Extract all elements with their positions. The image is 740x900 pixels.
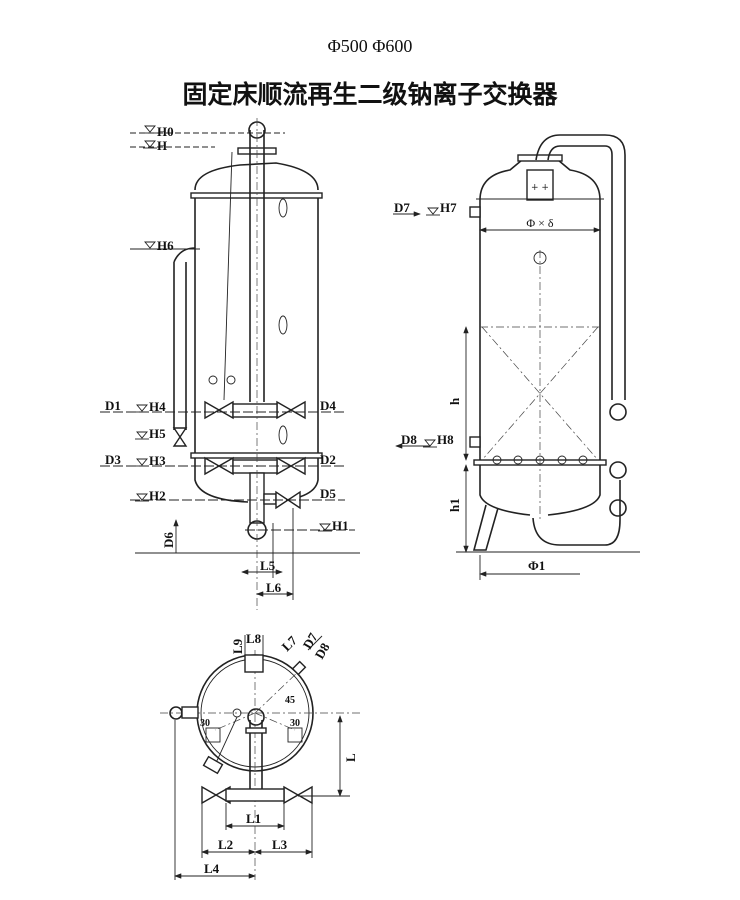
level-H5: H5 [149,426,166,441]
angle-30-left: 30 [200,718,210,729]
level-H8: H8 [437,432,454,447]
dim-phi1: Φ1 [528,558,545,573]
connection-D8: D8 [401,432,417,447]
connection-D1: D1 [105,398,121,413]
connection-D3: D3 [105,452,121,467]
connection-D5: D5 [320,486,336,501]
dim-h1: h1 [447,498,462,512]
plan-view [160,635,360,880]
dim-diameter-thickness: Φ × δ [526,216,554,230]
level-H: H [157,138,167,153]
connection-D4: D4 [320,398,336,413]
connection-D7-plan: D7 [300,630,321,652]
side-view: + + [393,134,640,580]
angle-30-right: 30 [290,718,300,729]
connection-D6: D6 [161,532,176,548]
level-H7: H7 [440,200,457,215]
subtitle: Φ500 Φ600 [328,36,413,56]
dim-L5: L5 [260,558,276,573]
angle-45: 45 [285,695,295,706]
dim-L4: L4 [204,861,220,876]
dim-L7: L7 [279,632,301,654]
connection-D7: D7 [394,200,410,215]
dim-L3: L3 [272,837,288,852]
level-H0: H0 [157,124,174,139]
front-view [100,118,360,610]
level-H1: H1 [332,518,349,533]
svg-text:+ +: + + [531,183,549,193]
dim-L8: L8 [246,631,262,646]
connection-D8-plan: D8 [312,640,333,662]
level-H2: H2 [149,488,166,503]
dim-L6: L6 [266,580,282,595]
page-title: 固定床顺流再生二级钠离子交换器 [182,80,558,109]
level-H4: H4 [149,399,166,414]
dim-h: h [447,397,462,405]
dim-L: L [343,753,358,762]
level-H3: H3 [149,453,166,468]
level-H6: H6 [157,238,174,253]
dim-L9: L9 [230,638,245,654]
dim-L2: L2 [218,837,233,852]
dim-L1: L1 [246,811,261,826]
connection-D2: D2 [320,452,336,467]
